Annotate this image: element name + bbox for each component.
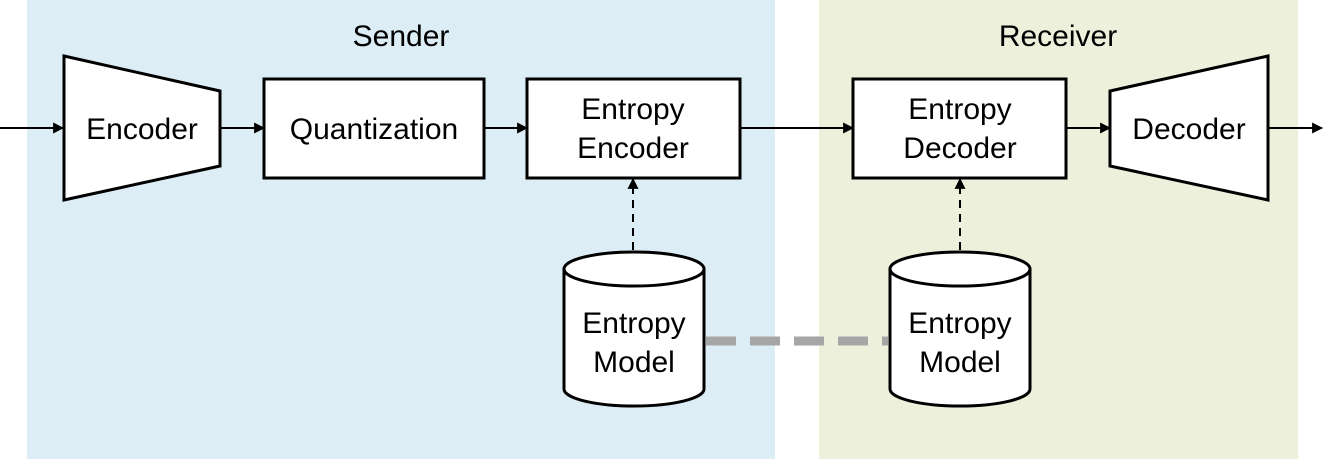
quantization-block: Quantization <box>262 77 486 180</box>
entropy-encoder-block: Entropy Encoder <box>525 77 742 180</box>
receiver-model-label-line1: Entropy <box>908 307 1011 340</box>
receiver-model-label-line2: Model <box>919 346 1001 379</box>
sender-title: Sender <box>353 20 450 53</box>
receiver-title: Receiver <box>999 20 1117 53</box>
decoder-block: Decoder <box>1108 54 1270 202</box>
entropy-encoder-label-line2: Encoder <box>577 132 689 165</box>
decoder-label: Decoder <box>1132 113 1245 146</box>
sender-model-label-line2: Model <box>593 346 675 379</box>
encoder-block: Encoder <box>62 54 222 202</box>
receiver-entropy-model: Entropy Model <box>888 250 1032 408</box>
sender-entropy-model: Entropy Model <box>562 250 706 408</box>
entropy-decoder-label-line2: Decoder <box>903 132 1016 165</box>
entropy-encoder-label-line1: Entropy <box>581 93 684 126</box>
entropy-decoder-block: Entropy Decoder <box>851 77 1068 180</box>
encoder-label: Encoder <box>86 113 198 146</box>
sender-model-label-line1: Entropy <box>582 307 685 340</box>
quantization-label: Quantization <box>290 113 458 146</box>
entropy-decoder-label-line1: Entropy <box>908 93 1011 126</box>
